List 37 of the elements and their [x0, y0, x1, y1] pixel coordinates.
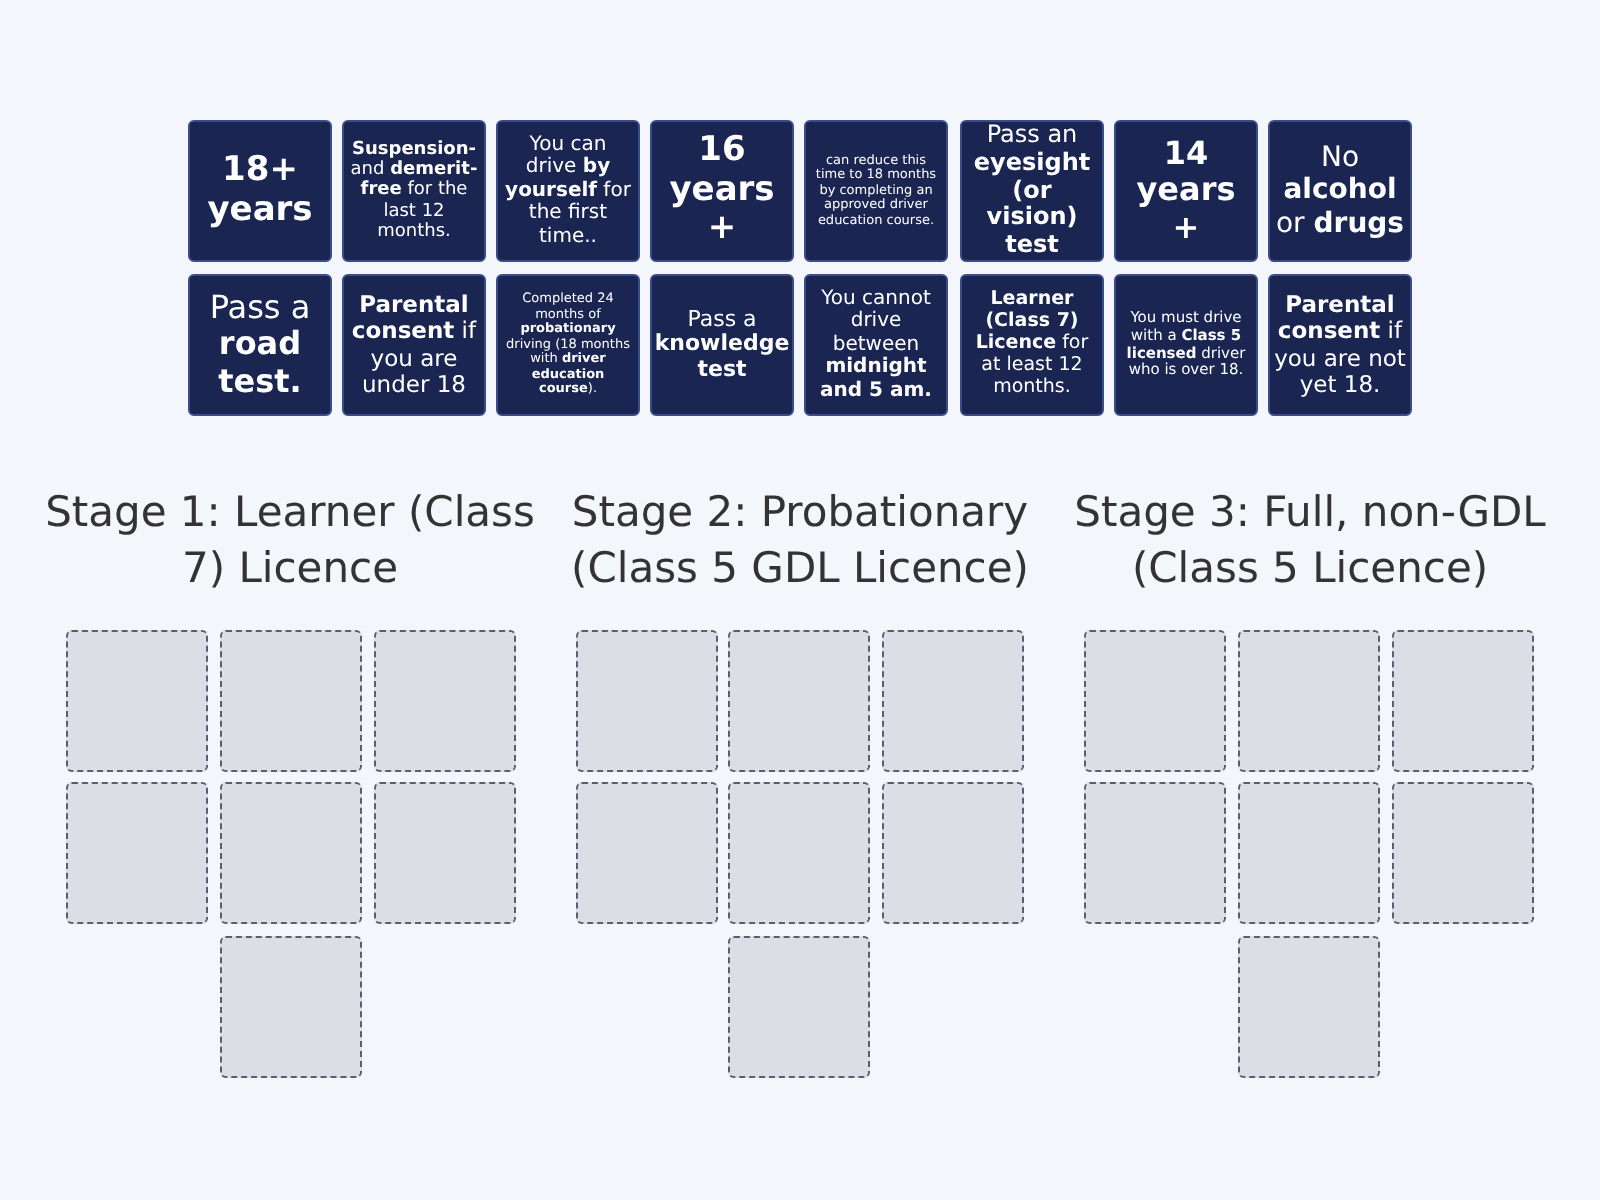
drop-zone [374, 630, 516, 772]
drop-zone [728, 630, 870, 772]
drop-zone [220, 936, 362, 1078]
drop-zone [1238, 936, 1380, 1078]
answer-card: You cannot drive between midnight and 5 am. [804, 274, 948, 416]
drop-zone [1238, 782, 1380, 924]
drop-zone [576, 630, 718, 772]
drop-zone [728, 936, 870, 1078]
answer-card: 18+ years [188, 120, 332, 262]
stage-heading: Stage 3: Full, non-GDL (Class 5 Licence) [1072, 486, 1548, 597]
drop-zone [1084, 782, 1226, 924]
drop-zone [1238, 630, 1380, 772]
answer-card: No alcohol or drugs [1268, 120, 1412, 262]
drop-zone [882, 782, 1024, 924]
drop-zone [728, 782, 870, 924]
drop-zone [882, 630, 1024, 772]
drop-zone [374, 782, 516, 924]
drop-zone [1084, 630, 1226, 772]
drop-zone [66, 630, 208, 772]
drop-zone [1392, 630, 1534, 772]
answer-card: Learner (Class 7) Licence for at least 12 months. [960, 274, 1104, 416]
drop-zone [576, 782, 718, 924]
drop-zone [220, 782, 362, 924]
stage-heading: Stage 1: Learner (Class 7) Licence [43, 486, 537, 597]
answer-card: Suspension- and demerit-free for the last 12 months. [342, 120, 486, 262]
drop-zone [1392, 782, 1534, 924]
answer-card: You can drive by yourself for the first time.. [496, 120, 640, 262]
stage-heading: Stage 2: Probationary (Class 5 GDL Licence) [569, 486, 1031, 597]
drop-zone [66, 782, 208, 924]
answer-card: Pass a road test. [188, 274, 332, 416]
answer-card: Pass a knowledge test [650, 274, 794, 416]
answer-card: Parental consent if you are under 18 [342, 274, 486, 416]
answer-card: 16 years + [650, 120, 794, 262]
answer-card: Pass an eyesight (or vision) test [960, 120, 1104, 262]
answer-card: 14 years + [1114, 120, 1258, 262]
drop-zone [220, 630, 362, 772]
answer-card: Parental consent if you are not yet 18. [1268, 274, 1412, 416]
